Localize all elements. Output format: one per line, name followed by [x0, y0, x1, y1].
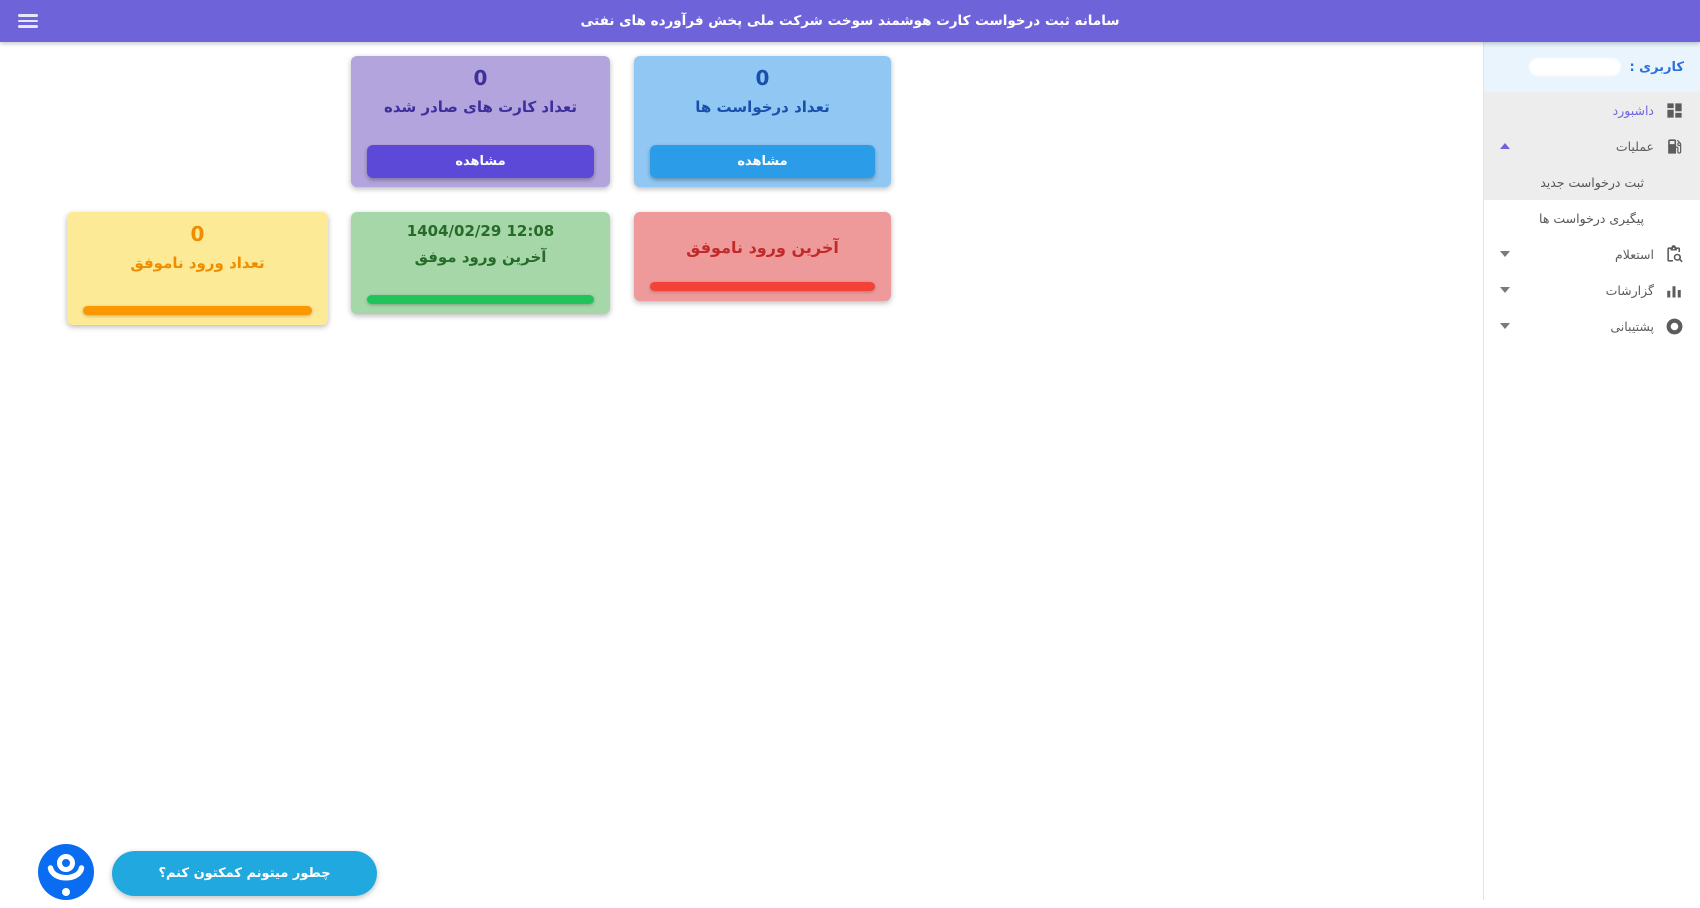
- lifebuoy-icon: [1664, 316, 1684, 336]
- chat-widget-icon[interactable]: [38, 844, 94, 904]
- issued-cards-card: 0 تعداد کارت های صادر شده مشاهده: [351, 56, 610, 187]
- view-issued-cards-button[interactable]: مشاهده: [367, 145, 594, 178]
- chat-help-bubble[interactable]: چطور میتونم کمکتون کنم؟: [112, 851, 377, 896]
- failed-login-count-card: 0 تعداد ورود ناموفق: [67, 212, 328, 325]
- sidebar-item-label: استعلام: [1615, 246, 1654, 262]
- sidebar-item-operations[interactable]: عملیات: [1484, 128, 1700, 164]
- last-failed-login-card: آخرین ورود ناموفق: [634, 212, 891, 301]
- red-status-bar: [650, 282, 875, 291]
- top-app-bar: سامانه ثبت درخواست کارت هوشمند سوخت شرکت…: [0, 0, 1700, 42]
- chevron-down-icon: [1500, 251, 1510, 257]
- last-successful-login-card: 1404/02/29 12:08 آخرین ورود موفق: [351, 212, 610, 314]
- sidebar-item-label: عملیات: [1615, 138, 1654, 154]
- user-label: کاربری :: [1629, 59, 1684, 75]
- issued-cards-label: تعداد کارت های صادر شده: [383, 98, 578, 116]
- sidebar-item-label: پیگیری درخواست ها: [1539, 210, 1644, 226]
- sidebar-item-label: گزارشات: [1605, 282, 1654, 298]
- chat-help-text: چطور میتونم کمکتون کنم؟: [158, 866, 331, 881]
- orange-status-bar: [83, 306, 312, 315]
- failed-login-count-label: تعداد ورود ناموفق: [130, 254, 265, 272]
- fuel-pump-icon: [1664, 136, 1684, 156]
- sidebar-item-dashboard[interactable]: داشبورد: [1484, 92, 1700, 128]
- app-title: سامانه ثبت درخواست کارت هوشمند سوخت شرکت…: [580, 13, 1120, 29]
- bar-chart-icon: [1664, 280, 1684, 300]
- requests-count-value: 0: [755, 66, 770, 90]
- sidebar-item-label: داشبورد: [1612, 102, 1654, 118]
- last-failed-login-label: آخرین ورود ناموفق: [686, 238, 839, 257]
- clipboard-search-icon: [1664, 244, 1684, 264]
- user-name-redacted: [1529, 58, 1622, 76]
- chevron-down-icon: [1500, 323, 1510, 329]
- dashboard-content: 0 تعداد درخواست ها مشاهده 0 تعداد کارت ه…: [0, 42, 1483, 900]
- failed-login-count-value: 0: [190, 222, 205, 246]
- last-successful-login-label: آخرین ورود موفق: [414, 248, 547, 266]
- chevron-up-icon: [1500, 143, 1510, 149]
- chevron-down-icon: [1500, 287, 1510, 293]
- issued-cards-value: 0: [473, 66, 488, 90]
- last-successful-login-value: 1404/02/29 12:08: [406, 222, 555, 240]
- sidebar-item-reports[interactable]: گزارشات: [1484, 272, 1700, 308]
- requests-count-card: 0 تعداد درخواست ها مشاهده: [634, 56, 891, 187]
- sidebar-item-track-requests[interactable]: پیگیری درخواست ها: [1484, 200, 1700, 236]
- user-info-strip: کاربری :: [1484, 42, 1700, 92]
- sidebar-item-label: پشتیبانی: [1610, 318, 1654, 334]
- dashboard-icon: [1664, 100, 1684, 120]
- requests-count-label: تعداد درخواست ها: [695, 98, 830, 116]
- sidebar-item-new-request[interactable]: ثبت درخواست جدید: [1484, 164, 1700, 200]
- green-status-bar: [367, 295, 594, 304]
- sidebar: کاربری : داشبورد عملیات ثبت درخواست جدید…: [1483, 42, 1700, 900]
- sidebar-item-label: ثبت درخواست جدید: [1540, 174, 1644, 190]
- sidebar-open-group: داشبورد عملیات ثبت درخواست جدید: [1484, 92, 1700, 200]
- hamburger-menu-icon[interactable]: [16, 11, 38, 31]
- sidebar-item-support[interactable]: پشتیبانی: [1484, 308, 1700, 344]
- sidebar-item-inquiry[interactable]: استعلام: [1484, 236, 1700, 272]
- view-requests-button[interactable]: مشاهده: [650, 145, 875, 178]
